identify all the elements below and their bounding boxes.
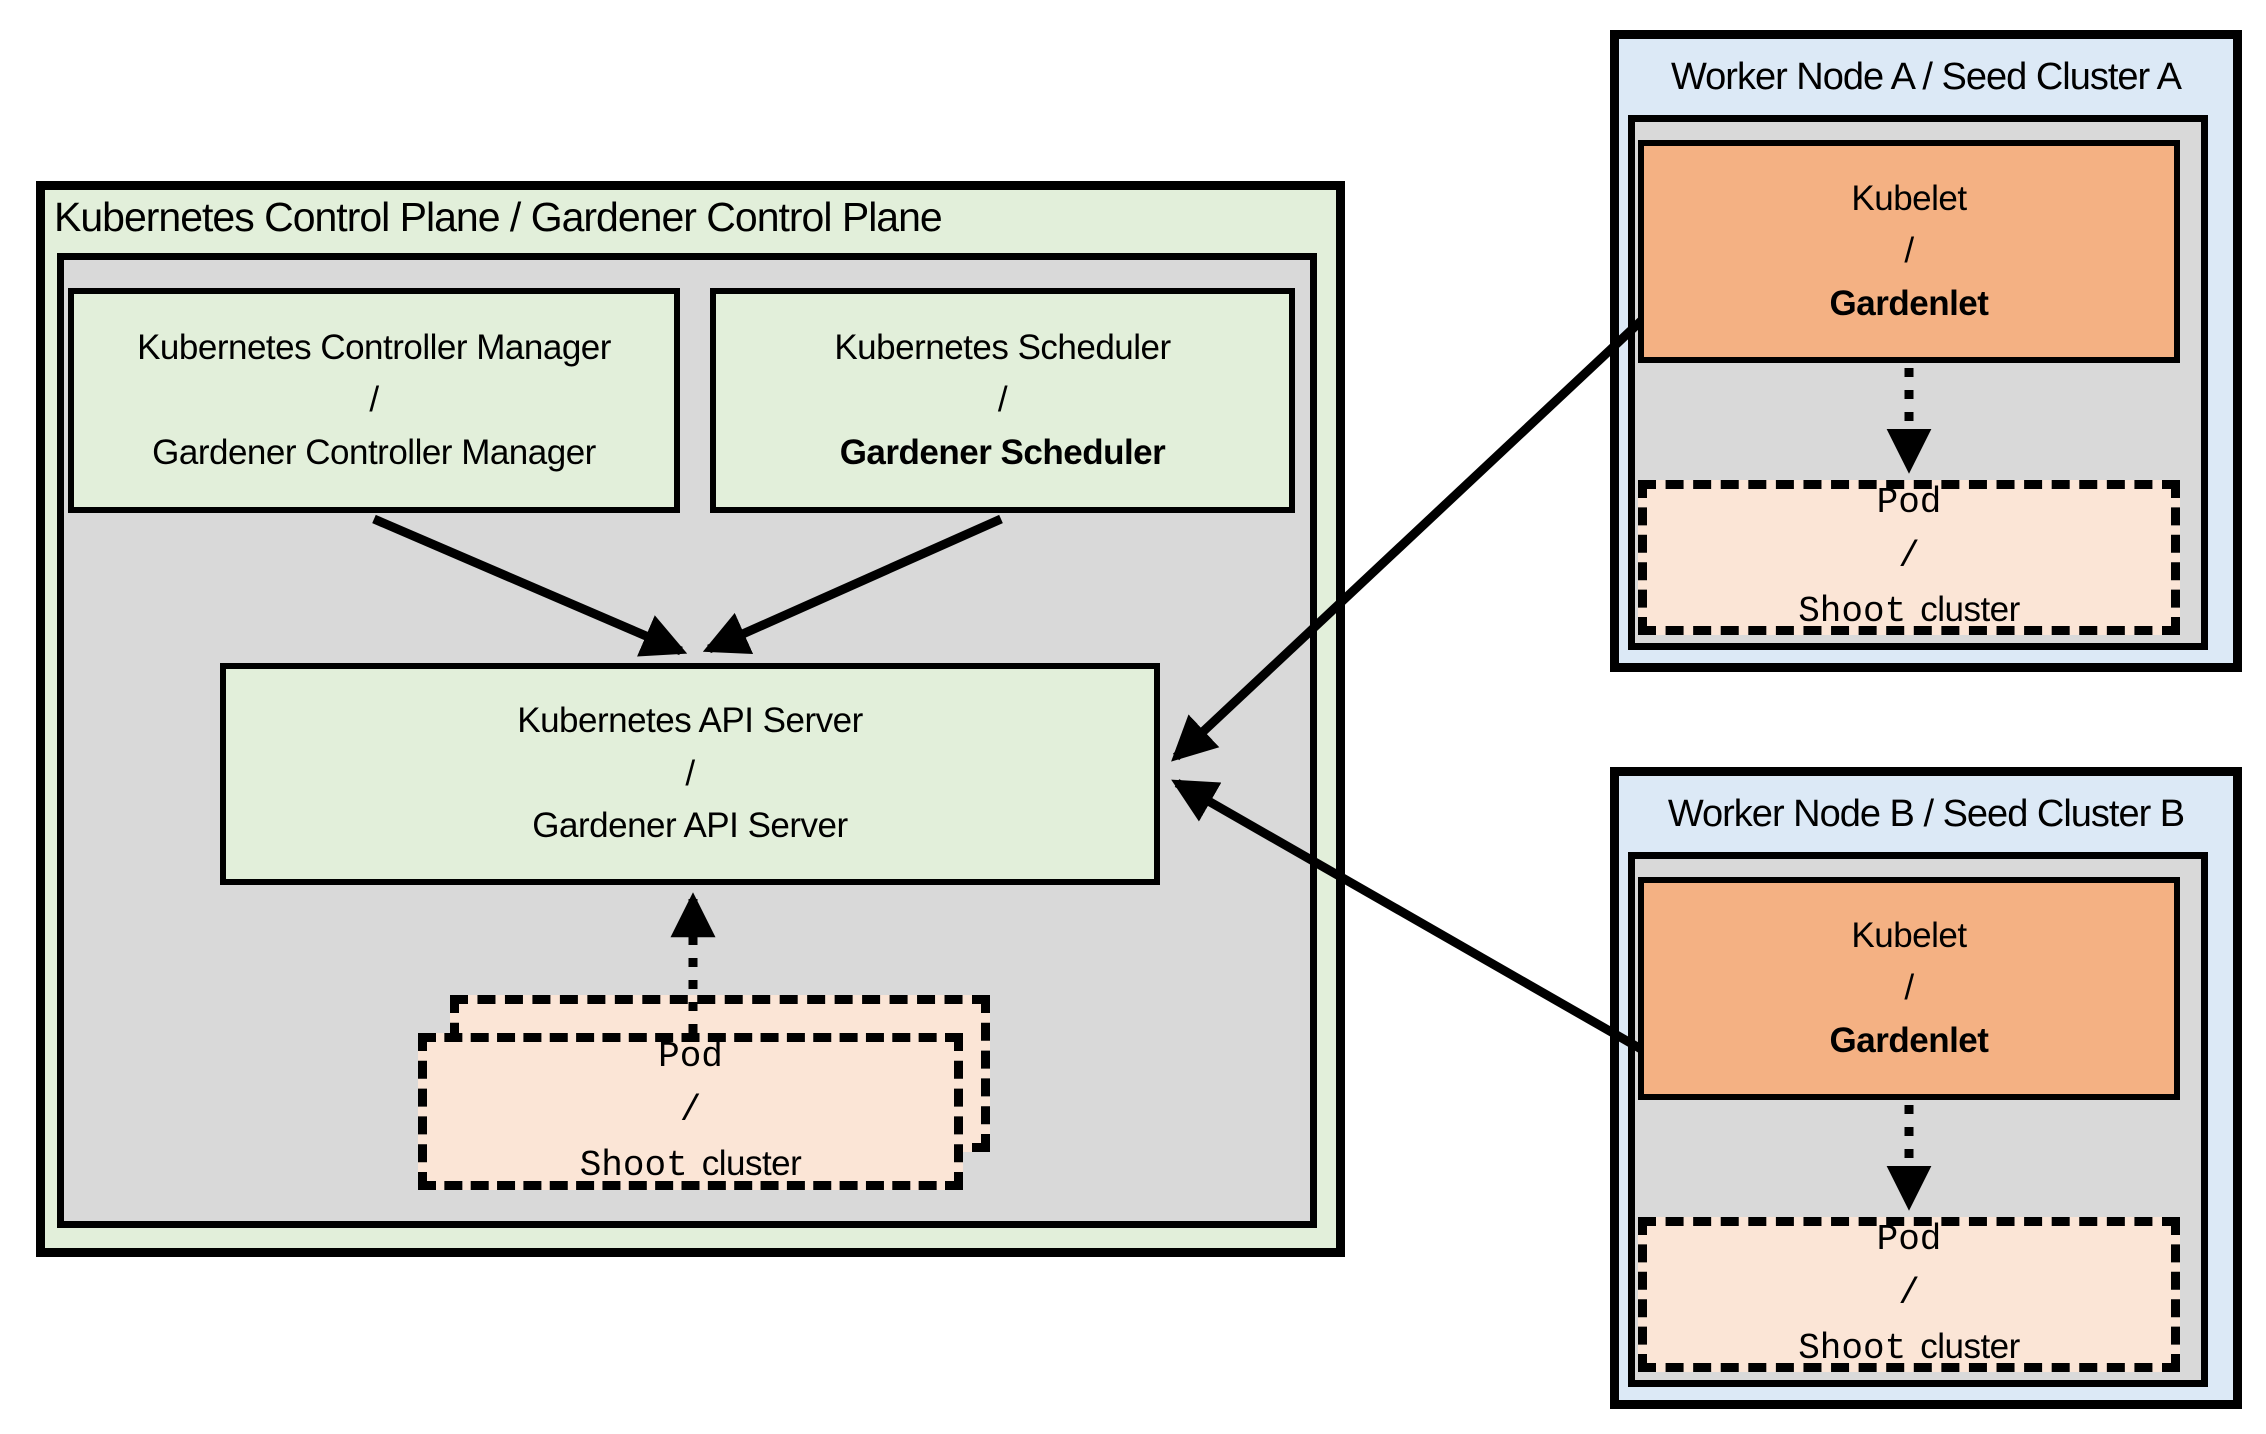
worker-node-a-title: Worker Node A / Seed Cluster A [1670, 55, 2182, 98]
pod-a-cluster-text: cluster [1920, 590, 2020, 629]
controller-manager-line1: Kubernetes Controller Manager [137, 327, 611, 367]
kubelet-a-line1: Kubelet [1851, 178, 1967, 218]
api-server-separator: / [685, 753, 695, 793]
controller-manager-line2: Gardener Controller Manager [152, 432, 596, 472]
control-plane-title: Kubernetes Control Plane / Gardener Cont… [54, 193, 943, 240]
cp-pod-cluster-text: cluster [701, 1144, 802, 1183]
pod-a-separator: / [1898, 536, 1920, 577]
pod-stack-front-box: Pod / Shoot cluster [418, 1033, 963, 1190]
kubelet-a-line2: Gardenlet [1829, 283, 1989, 323]
pod-a-shoot-code: Shoot [1798, 591, 1907, 632]
worker-node-b-title: Worker Node B / Seed Cluster B [1667, 792, 2185, 835]
controller-manager-separator: / [369, 380, 379, 420]
scheduler-line1: Kubernetes Scheduler [834, 327, 1171, 367]
api-server-line1: Kubernetes API Server [517, 701, 863, 741]
pod-b-line3: Shoot cluster [1798, 1321, 2020, 1376]
kubelet-b-separator: / [1904, 968, 1914, 1008]
controller-manager-box: Kubernetes Controller Manager / Gardener… [68, 288, 680, 513]
scheduler-separator: / [997, 380, 1008, 420]
cp-pod-separator: / [679, 1090, 702, 1131]
kubelet-b-line2: Gardenlet [1829, 1020, 1989, 1060]
pod-b-cluster-text: cluster [1920, 1327, 2020, 1366]
cp-pod-shoot-code: Shoot [579, 1145, 688, 1186]
scheduler-line2: Gardener Scheduler [839, 432, 1166, 472]
kubelet-b-line1: Kubelet [1851, 915, 1967, 955]
cp-pod-line3: Shoot cluster [580, 1138, 802, 1193]
api-server-box: Kubernetes API Server / Gardener API Ser… [220, 663, 1160, 885]
pod-b-line1: Pod [1876, 1219, 1942, 1260]
kubelet-a-separator: / [1904, 231, 1914, 271]
pod-a-box: Pod / Shoot cluster [1638, 480, 2180, 635]
kubelet-a-box: Kubelet / Gardenlet [1638, 140, 2180, 363]
pod-b-box: Pod / Shoot cluster [1638, 1217, 2180, 1372]
api-server-line2: Gardener API Server [532, 806, 848, 846]
kubelet-b-box: Kubelet / Gardenlet [1638, 877, 2180, 1100]
pod-b-shoot-code: Shoot [1798, 1328, 1907, 1369]
pod-a-line1: Pod [1876, 482, 1942, 523]
scheduler-box: Kubernetes Scheduler / Gardener Schedule… [710, 288, 1295, 513]
pod-b-separator: / [1898, 1273, 1920, 1314]
cp-pod-line1: Pod [658, 1036, 723, 1077]
pod-a-line3: Shoot cluster [1798, 584, 2020, 639]
